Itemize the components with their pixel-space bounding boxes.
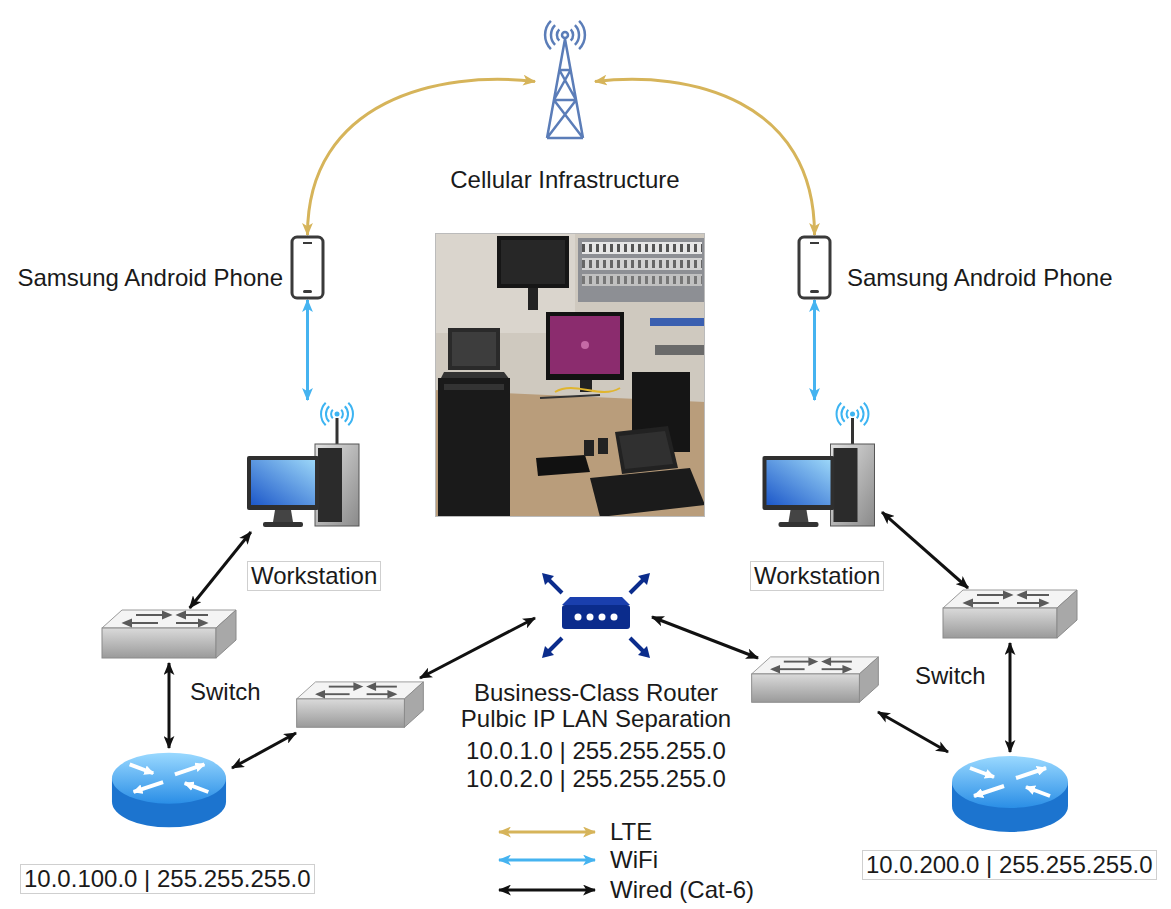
cell-tower-icon	[535, 10, 595, 140]
photo-part	[578, 238, 705, 302]
switch-icon	[297, 682, 424, 727]
switch-icon	[752, 657, 879, 702]
business-router-label: 10.0.1.0 | 255.255.255.0	[466, 737, 726, 765]
photo-part	[650, 318, 705, 326]
photo-part	[598, 438, 608, 454]
photo-part	[528, 288, 538, 310]
cell-tower-symbol	[545, 21, 585, 138]
switch: Switch	[95, 603, 270, 713]
photo-part	[497, 236, 569, 288]
router-icon	[950, 752, 1070, 836]
wifi-link	[813, 300, 816, 400]
wired-links	[232, 617, 948, 768]
phone: Samsung Android Phone	[5, 228, 330, 306]
switch: Switch	[908, 583, 1088, 693]
photo-part	[444, 384, 504, 390]
phone-label: Samsung Android Phone	[847, 264, 1113, 292]
photo-part	[555, 388, 620, 392]
photo-part	[550, 316, 620, 374]
business-router-icon	[540, 563, 652, 668]
switch-label: Switch	[915, 662, 986, 690]
workstation: Workstation	[240, 395, 390, 600]
photo-part	[582, 244, 702, 252]
router: 10.0.200.0 | 255.255.255.0	[858, 745, 1166, 887]
photo-part	[590, 468, 705, 517]
connectors	[169, 79, 1010, 752]
workstation-label: Workstation	[247, 561, 381, 591]
workstation: Workstation	[745, 395, 890, 600]
photo-part	[582, 276, 702, 284]
cell-tower: Cellular Infrastructure	[440, 5, 690, 205]
photo-part	[619, 431, 673, 469]
workstation-label: Workstation	[750, 561, 884, 591]
phone-label: Samsung Android Phone	[17, 264, 283, 292]
photo-part	[582, 242, 702, 254]
phone-symbol	[292, 237, 323, 298]
business-router-label: 10.0.2.0 | 255.255.255.0	[466, 765, 726, 793]
workstation-symbol	[247, 403, 359, 527]
legend-sample	[499, 889, 595, 892]
wired-link	[1009, 643, 1012, 752]
wired-link	[190, 532, 251, 608]
workstation-symbol	[763, 403, 875, 527]
lab-photo	[435, 233, 705, 517]
router: 10.0.100.0 | 255.255.255.0	[15, 743, 320, 903]
wired-link	[232, 733, 296, 768]
phone-icon	[797, 235, 832, 300]
photo-part	[540, 395, 600, 398]
router-symbol	[112, 753, 226, 828]
workstation-icon	[245, 400, 363, 532]
photo-part	[584, 440, 594, 456]
photo-part	[435, 233, 705, 517]
wired-link	[652, 617, 758, 658]
phone-symbol	[799, 237, 830, 298]
switch-label: Switch	[190, 678, 261, 706]
router-label: 10.0.100.0 | 255.255.255.0	[20, 864, 315, 894]
business-router-label: Business-Class Router	[474, 679, 718, 707]
photo-part	[582, 260, 702, 268]
wifi-link	[306, 300, 309, 400]
photo-part	[438, 378, 510, 517]
wired-link	[420, 618, 535, 678]
phone: Samsung Android Phone	[790, 228, 1130, 306]
lte-link	[307, 79, 535, 235]
cell-tower-label: Cellular Infrastructure	[450, 166, 679, 194]
legend-text: Wired (Cat-6)	[610, 876, 754, 904]
lte-link	[595, 79, 815, 235]
business-router-label: Pulbic IP LAN Separation	[461, 705, 731, 733]
photo-part	[452, 332, 496, 366]
legend-text: WiFi	[610, 846, 658, 874]
legend-sample	[499, 859, 595, 862]
legend-text: LTE	[610, 818, 652, 846]
legend-samples	[499, 832, 595, 890]
switch-icon	[100, 608, 238, 663]
switch-symbol	[102, 610, 236, 658]
photo-part	[501, 240, 565, 284]
photo-part	[546, 312, 624, 380]
router-symbol	[952, 756, 1068, 832]
photo-part	[448, 328, 500, 370]
wired-link	[878, 712, 948, 752]
legend-sample	[499, 831, 595, 834]
photo-part	[615, 426, 678, 474]
wired-link	[882, 512, 968, 588]
router-label: 10.0.200.0 | 255.255.255.0	[862, 850, 1157, 880]
photo-part	[581, 341, 589, 349]
photo-part	[655, 345, 705, 355]
photo-part	[582, 274, 702, 286]
photo-part	[536, 455, 590, 476]
switch-icon	[940, 588, 1080, 643]
router-icon	[110, 748, 228, 832]
wired-link	[168, 663, 171, 748]
switch-symbol	[943, 590, 1077, 638]
workstation-icon	[757, 400, 882, 532]
business-router: Business-Class RouterPulbic IP LAN Separ…	[450, 558, 740, 800]
photo-part	[582, 258, 702, 270]
photo-border	[436, 234, 705, 517]
phone-icon	[290, 235, 325, 300]
business-router-symbol	[542, 573, 650, 658]
